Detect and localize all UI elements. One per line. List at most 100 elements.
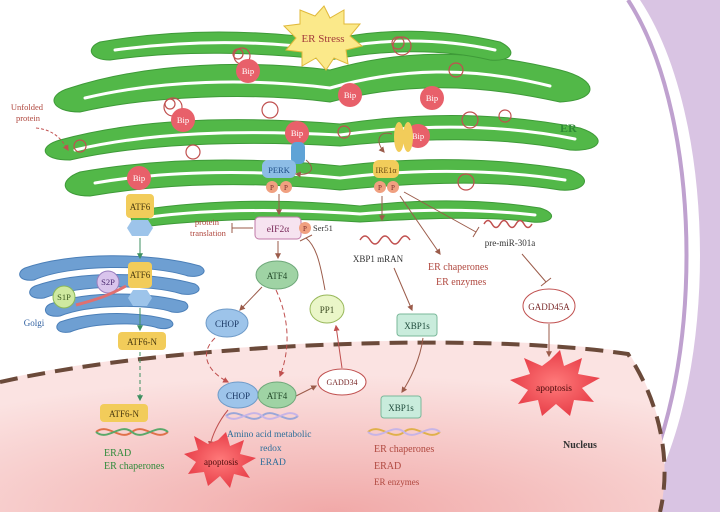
redox-label: redox <box>260 444 282 454</box>
perk-transmembrane <box>291 142 305 164</box>
ire1a-p1: P <box>378 184 382 192</box>
protease-cleavage-arrow <box>75 284 127 307</box>
atf6n-cyto-label: ATF6-N <box>127 337 158 347</box>
perk-phospho-2 <box>280 181 292 193</box>
bip-label-1: Bip <box>242 66 254 76</box>
ire1a-to-chaperones-arrow <box>399 195 441 255</box>
dna-helix-atf6 <box>95 428 169 436</box>
unfolded-protein-arrow <box>35 127 69 152</box>
ire1a-p2: P <box>391 184 395 192</box>
xbp1s-nucleus-box <box>380 395 422 419</box>
eif2a-label: eIF2α <box>267 225 289 235</box>
golgi-label: Golgi <box>24 318 45 328</box>
chop-cyto-label: CHOP <box>215 319 239 329</box>
xbp1-enzymes-label: ER enzymes <box>374 477 420 487</box>
s2p-label: S2P <box>101 277 115 287</box>
s1p-circle <box>52 285 76 309</box>
perk-p1: P <box>270 184 274 192</box>
xbp1s-nucleus-label: XBP1s <box>388 403 414 413</box>
bip-label-5: Bip <box>133 173 145 183</box>
bip-label-7: Bip <box>412 131 424 141</box>
ire1a-dimer-right <box>403 122 413 152</box>
xbp1s-cyto-label: XBP1s <box>404 321 430 331</box>
bip-label-4: Bip <box>426 93 438 103</box>
ire1a-inhibits-premir <box>403 191 480 238</box>
atf4-nuclear-arrow <box>275 289 288 378</box>
chop-erad-label: ERAD <box>260 458 286 468</box>
unfolded-protein-line2: protein <box>16 113 41 123</box>
xbp1-erad-label: ERAD <box>374 461 401 472</box>
atf6-golgi-domain <box>128 290 152 306</box>
s1p-label: S1P <box>57 292 71 302</box>
eif2a-inhibits-translation <box>231 223 253 233</box>
atf6n-nucleus-label: ATF6-N <box>109 409 140 419</box>
gadd45a-label: GADD45A <box>528 302 570 312</box>
xbp1-chaperones-label: ER chaperones <box>374 444 434 455</box>
perk-box <box>262 160 296 178</box>
pp1-label: PP1 <box>320 305 335 315</box>
protein-translation-label: protein translation <box>190 217 227 238</box>
eif2a-p: P <box>303 225 307 233</box>
atf4-to-chop-arrow <box>239 286 263 311</box>
atf6n-cyto-box <box>118 332 166 350</box>
nucleus <box>0 340 665 512</box>
pre-mir-squiggle <box>483 219 533 229</box>
unfolded-protein-label: Unfolded protein <box>11 102 45 123</box>
atf4-cyto-label: ATF4 <box>267 271 288 281</box>
ire1a-enzymes-label: ER enzymes <box>436 277 486 288</box>
perk-p2: P <box>284 184 288 192</box>
bip-label-6: Bip <box>291 128 303 138</box>
premir-inhibits-gadd45a <box>521 253 552 287</box>
atf6-golgi-label: ATF6 <box>130 270 151 280</box>
atf6n-nucleus-box <box>100 404 148 422</box>
dna-helix-chop <box>225 412 299 420</box>
atf6-er-label: ATF6 <box>130 202 151 212</box>
gadd34 <box>317 368 367 396</box>
bip-label-2: Bip <box>177 115 189 125</box>
ire1a-phospho-1 <box>374 181 386 193</box>
xbp1-mrna-label: XBP1 mRAN <box>353 254 404 264</box>
gadd45a <box>522 288 576 324</box>
perk-phospho-1 <box>266 181 278 193</box>
ire1a-box <box>373 160 399 178</box>
atf4-cyto <box>255 260 299 290</box>
ire1a-phospho-2 <box>387 181 399 193</box>
apoptosis-left-label: apoptosis <box>204 457 238 467</box>
eif2a-phospho <box>299 222 311 234</box>
apoptosis-right-label: apoptosis <box>536 384 572 394</box>
pre-mir-label: pre-miR-301a <box>485 238 535 248</box>
bip-release-arrow-perk <box>294 159 312 178</box>
chop-nuclear-arrow <box>206 337 230 383</box>
xbp1-to-xbp1s-arrow <box>393 267 413 312</box>
dna-helix-xbp1 <box>367 428 441 436</box>
ire1a-chaperones-label: ER chaperones <box>428 262 488 273</box>
apoptosis-burst-right <box>510 350 600 416</box>
chop-cyto <box>205 308 249 338</box>
gadd34-label: GADD34 <box>326 378 357 387</box>
atf6-er-box <box>126 194 154 218</box>
protein-translation-line2: translation <box>190 228 227 238</box>
er-stress-burst <box>282 5 364 71</box>
ser51-label: Ser51 <box>313 223 333 233</box>
perk-label: PERK <box>268 165 291 175</box>
atf6-er-domain <box>127 220 153 236</box>
cell-membrane <box>640 0 720 512</box>
bip-release-arrow-ire1a <box>378 132 393 153</box>
xbp1s-import-arrow <box>401 337 424 393</box>
atf4-nucleus-label: ATF4 <box>267 391 288 401</box>
ire1a-label: IRE1α <box>375 166 397 175</box>
er-label: ER <box>560 121 577 135</box>
er-stress-label: ER Stress <box>301 33 344 45</box>
pp1 <box>309 294 345 324</box>
atf6-golgi-box <box>128 262 152 288</box>
unfolded-protein-line1: Unfolded <box>11 102 44 112</box>
amino-acid-label: Amino acid metabolic <box>227 430 311 440</box>
atf4-nucleus <box>257 381 297 409</box>
ire1a-dimer-left <box>394 122 404 152</box>
s2p-circle <box>96 270 120 294</box>
xbp1s-cyto-box <box>396 313 438 337</box>
nucleus-label: Nucleus <box>563 440 597 451</box>
atf6-chaperones-label: ER chaperones <box>104 461 164 472</box>
